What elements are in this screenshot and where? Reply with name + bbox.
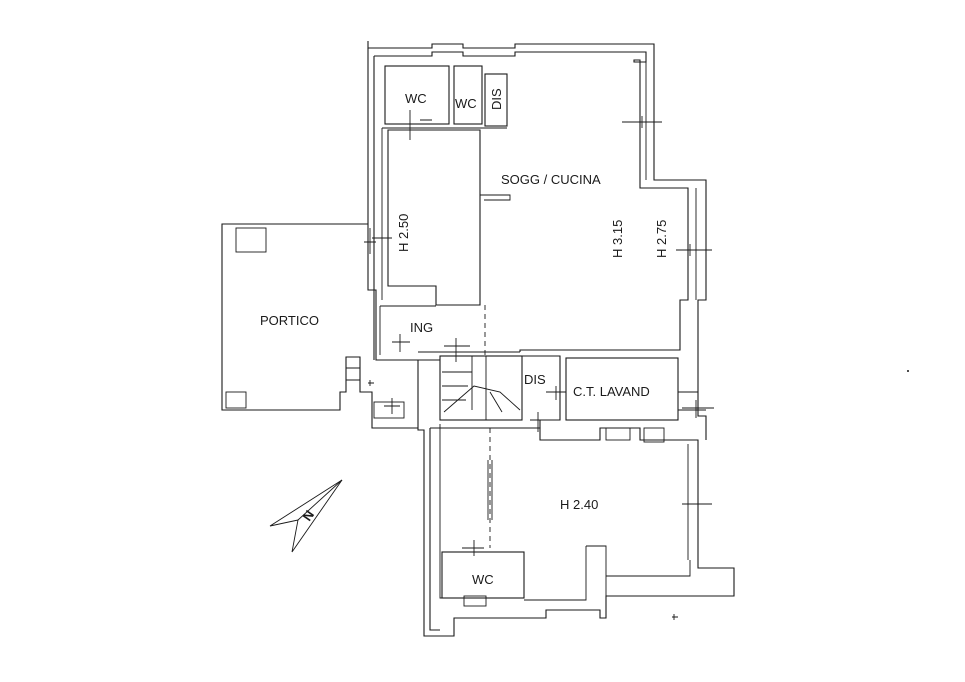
height-tick-marks: [364, 110, 714, 556]
lower-building-walls: [417, 360, 735, 637]
small-markers: [368, 369, 910, 620]
height-living-kitchen: H 3.15: [610, 220, 625, 258]
label-wc-1: WC: [405, 91, 427, 106]
label-wc-3: WC: [472, 572, 494, 587]
room-h250: [387, 129, 511, 306]
label-entrance: ING: [410, 320, 433, 335]
height-bay: H 2.75: [654, 220, 669, 258]
label-dis-1: DIS: [489, 88, 504, 110]
north-label: N: [299, 507, 317, 523]
label-portico: PORTICO: [260, 313, 319, 328]
height-room-left: H 2.50: [396, 214, 411, 252]
label-living-kitchen: SOGG / CUCINA: [501, 172, 601, 187]
upper-building-walls: [367, 41, 707, 440]
label-wc-2: WC: [455, 96, 477, 111]
label-dis-2: DIS: [524, 372, 546, 387]
top-service-rooms: [382, 65, 508, 129]
height-lower-floor: H 2.40: [560, 497, 598, 512]
stair-block: [439, 355, 523, 421]
north-arrow-icon: [269, 479, 343, 553]
entrance-area: [379, 305, 520, 361]
label-laundry: C.T. LAVAND: [573, 384, 650, 399]
lower-wc: [441, 551, 525, 607]
portico-area: [221, 223, 418, 429]
